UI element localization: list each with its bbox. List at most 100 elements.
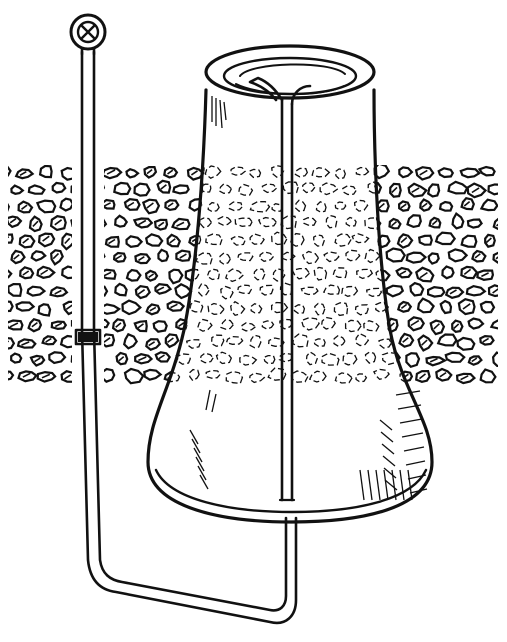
gravel-stone [59,334,78,349]
gravel-stone [8,215,23,229]
gravel-stone-shade [201,219,208,225]
gravel-stone-shade [179,355,187,362]
gravel-stone [248,334,262,350]
gravel-stone [227,165,249,177]
gravel-stone [61,265,81,280]
gravel-stone [417,334,434,352]
gravel-stone-shade [229,373,238,381]
gravel-stone-shade [118,356,125,362]
gravel-stone-shade [356,374,363,380]
gravel-stone [70,317,91,330]
gravel-stone-shade [115,322,122,328]
gravel-stone-behind-glass [345,216,357,227]
gravel-stone-shade [315,236,322,243]
gravel-stone-shade [471,357,478,363]
gravel-stone [134,285,152,300]
gravel-stone-shade [296,202,303,209]
gravel-stone-shade [400,203,407,209]
gravel-stone [205,369,222,381]
gravel-stone-shade [83,236,91,243]
gravel-stone [26,285,47,297]
gravel-stone-behind-glass [253,268,266,281]
gravel-stone-shade [146,168,153,175]
gravel-stone-behind-glass [322,284,341,295]
gravel-stone-shade [138,356,147,362]
gravel-stone-shade [221,185,228,191]
gravel-stone [492,217,498,231]
gravel-stone [479,300,496,314]
gravel-stone-shade [83,371,91,378]
gravel-stone-shade [265,356,272,362]
gravel-stone-behind-glass [355,166,370,176]
gravel-stone-shade [482,337,490,343]
gravel-stone-shade [13,254,20,260]
gravel-stone-shade [45,337,52,343]
gravel-stone-behind-glass [342,185,357,196]
gravel-stone-behind-glass [294,199,307,212]
gravel-stone [172,184,190,195]
gravel-stone [17,370,38,383]
gravel-stone [8,300,14,313]
gravel-stone-behind-glass [311,167,331,178]
gravel-stone-shade [429,357,438,363]
gravel-stone-shade [241,187,249,193]
gravel-stone-shade [419,373,426,380]
gravel-stone-shade [167,169,174,175]
gravel-stone [113,181,132,196]
gravel-stone-behind-glass [300,317,320,331]
gravel-stone-behind-glass [189,300,204,313]
gravel-stone [157,248,170,263]
gravel-stone-behind-glass [353,199,369,212]
shading-line [375,469,381,501]
gravel-stone-shade [378,202,385,209]
gravel-stone-shade [160,184,167,190]
gravel-stone-shade [137,323,144,329]
gravel-stone-shade [0,205,5,209]
gravel-stone-shade [471,187,480,194]
gravel-stone-shade [54,289,62,295]
gravel-stone-behind-glass [239,354,258,366]
gravel-stone-shade [293,373,303,380]
gravel-stone-shade [65,303,74,310]
gravel-stone [437,167,455,179]
gravel-stone [362,215,382,232]
gravel-stone [123,367,145,385]
gravel-stone [123,198,141,211]
gravel-stone [152,320,168,333]
gravel-stone-shade [8,236,10,239]
gravel-stone-shade [156,286,165,292]
gravel-stone [48,351,67,365]
gravel-stone [405,251,428,264]
gravel-stone-shade [229,271,238,278]
gravel-stone-behind-glass [315,201,327,213]
gravel-stone-behind-glass [305,351,319,366]
gravel-stone [426,183,441,198]
gravel-stone-shade [146,202,154,209]
gravel-stone-shade [83,304,91,312]
gravel-stone-shade [355,235,363,241]
gravel-stone-shade [209,236,218,242]
gravel-stone [407,182,428,198]
gravel-stone-shade [108,238,116,245]
gravel-stone-shade [103,271,112,277]
gravel-stone-shade [8,340,10,343]
gravel-stone-behind-glass [293,304,306,314]
gravel-stone-shade [0,169,6,173]
gravel-stone-behind-glass [189,368,200,382]
gravel-stone-behind-glass [291,267,311,280]
gravel-stone-behind-glass [204,165,222,179]
gravel-stone-behind-glass [356,268,374,280]
gravel-stone-shade [148,341,156,347]
jar-shading-left [211,96,227,129]
gravel-stone [10,249,26,265]
gravel-stone-shade [293,236,301,243]
shading-line [407,469,413,501]
gravel-stone [487,183,498,196]
shading-line [380,431,394,443]
gravel-stone-shade [42,235,50,242]
gravel-stone [487,284,498,298]
shading-line [409,488,428,494]
gravel-stone-behind-glass [196,318,213,332]
gravel-stone-behind-glass [262,354,276,365]
gravel-stone-shade [190,170,198,176]
